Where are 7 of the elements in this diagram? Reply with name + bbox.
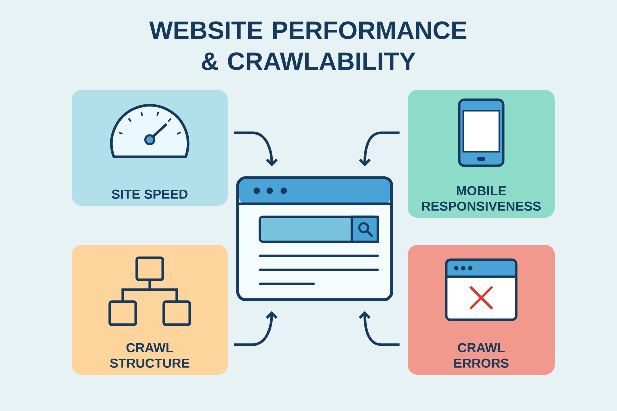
arrow [359, 132, 400, 167]
title: WEBSITE PERFORMANCE & CRAWLABILITY [150, 22, 467, 70]
arrow [359, 311, 400, 346]
browser-window-drawing [236, 176, 394, 302]
category-card: CRAWL STRUCTURE [72, 244, 228, 375]
arrow [234, 311, 278, 346]
arrow [234, 132, 278, 167]
